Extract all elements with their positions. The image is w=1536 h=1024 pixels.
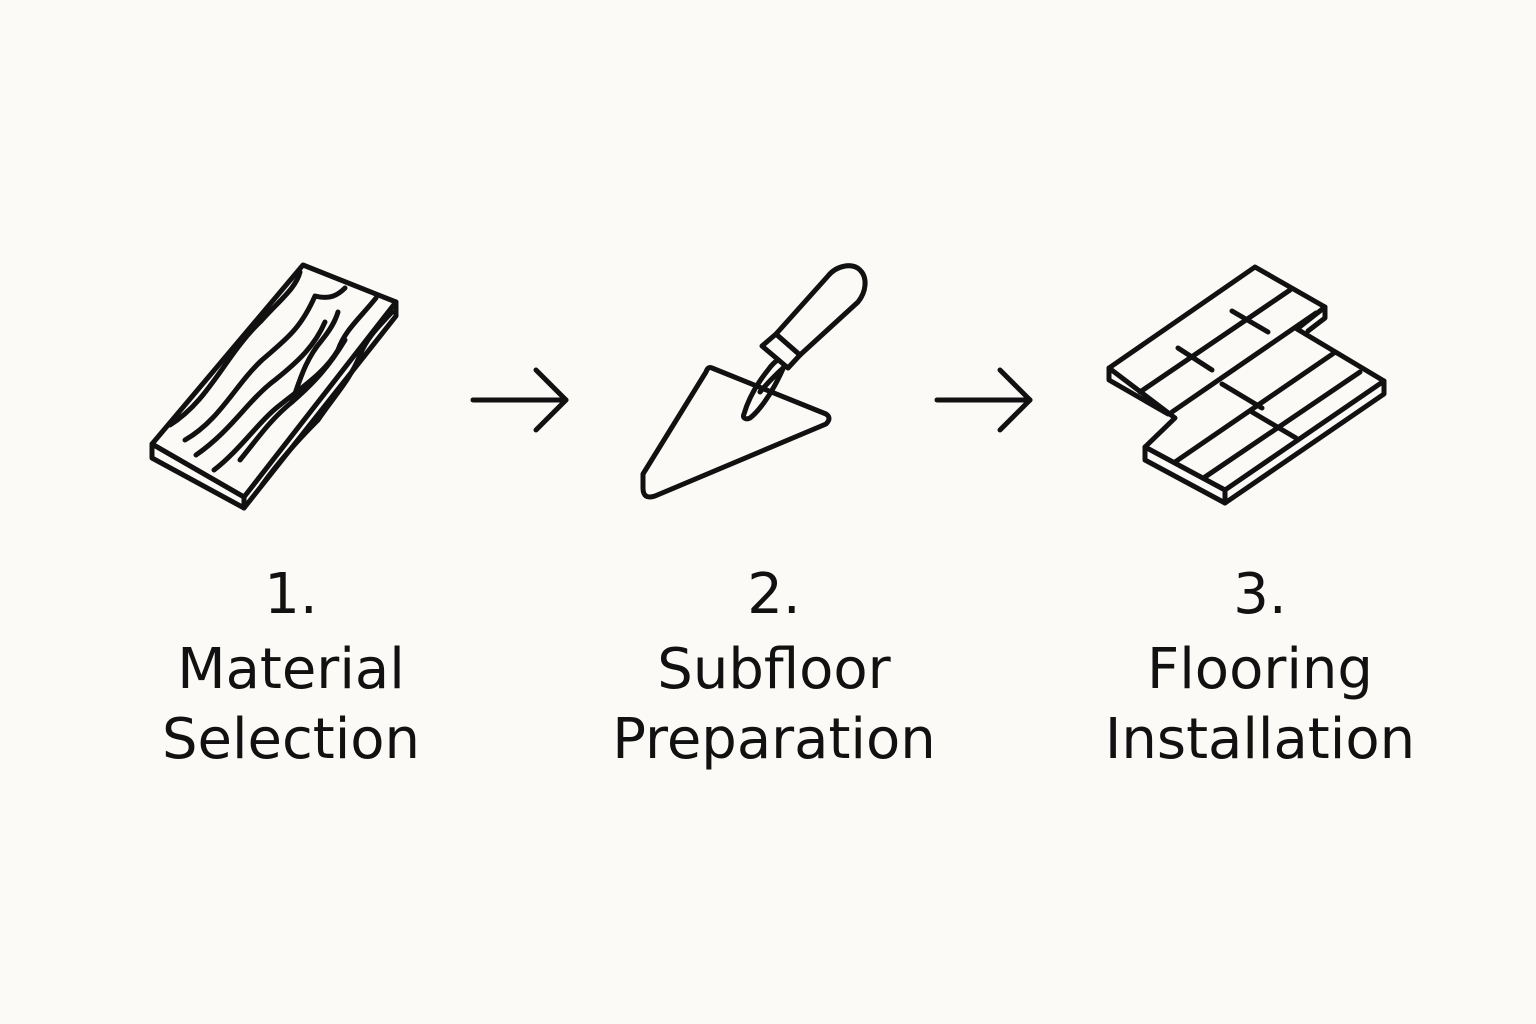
arrow-right-icon [470,367,569,433]
step-2-label: 2. Subfloor Preparation [564,560,984,775]
step-3-title-line1: Flooring [1147,637,1373,702]
step-2-number: 2. [747,562,801,627]
step-1-title-line2: Selection [161,707,421,772]
step-1-label: 1. Material Selection [81,560,501,775]
floor-tiles-icon [1106,264,1387,506]
step-3-title-line2: Installation [1104,707,1416,772]
arrow-right-icon [934,367,1033,433]
trowel-icon [640,263,868,500]
step-3-number: 3. [1233,562,1287,627]
step-1-number: 1. [264,562,318,627]
wood-plank-icon [149,262,399,511]
step-2-title-line1: Subfloor [657,637,891,702]
step-2-title-line2: Preparation [612,707,936,772]
step-3-label: 3. Flooring Installation [1050,560,1470,775]
step-1-title-line1: Material [177,637,405,702]
